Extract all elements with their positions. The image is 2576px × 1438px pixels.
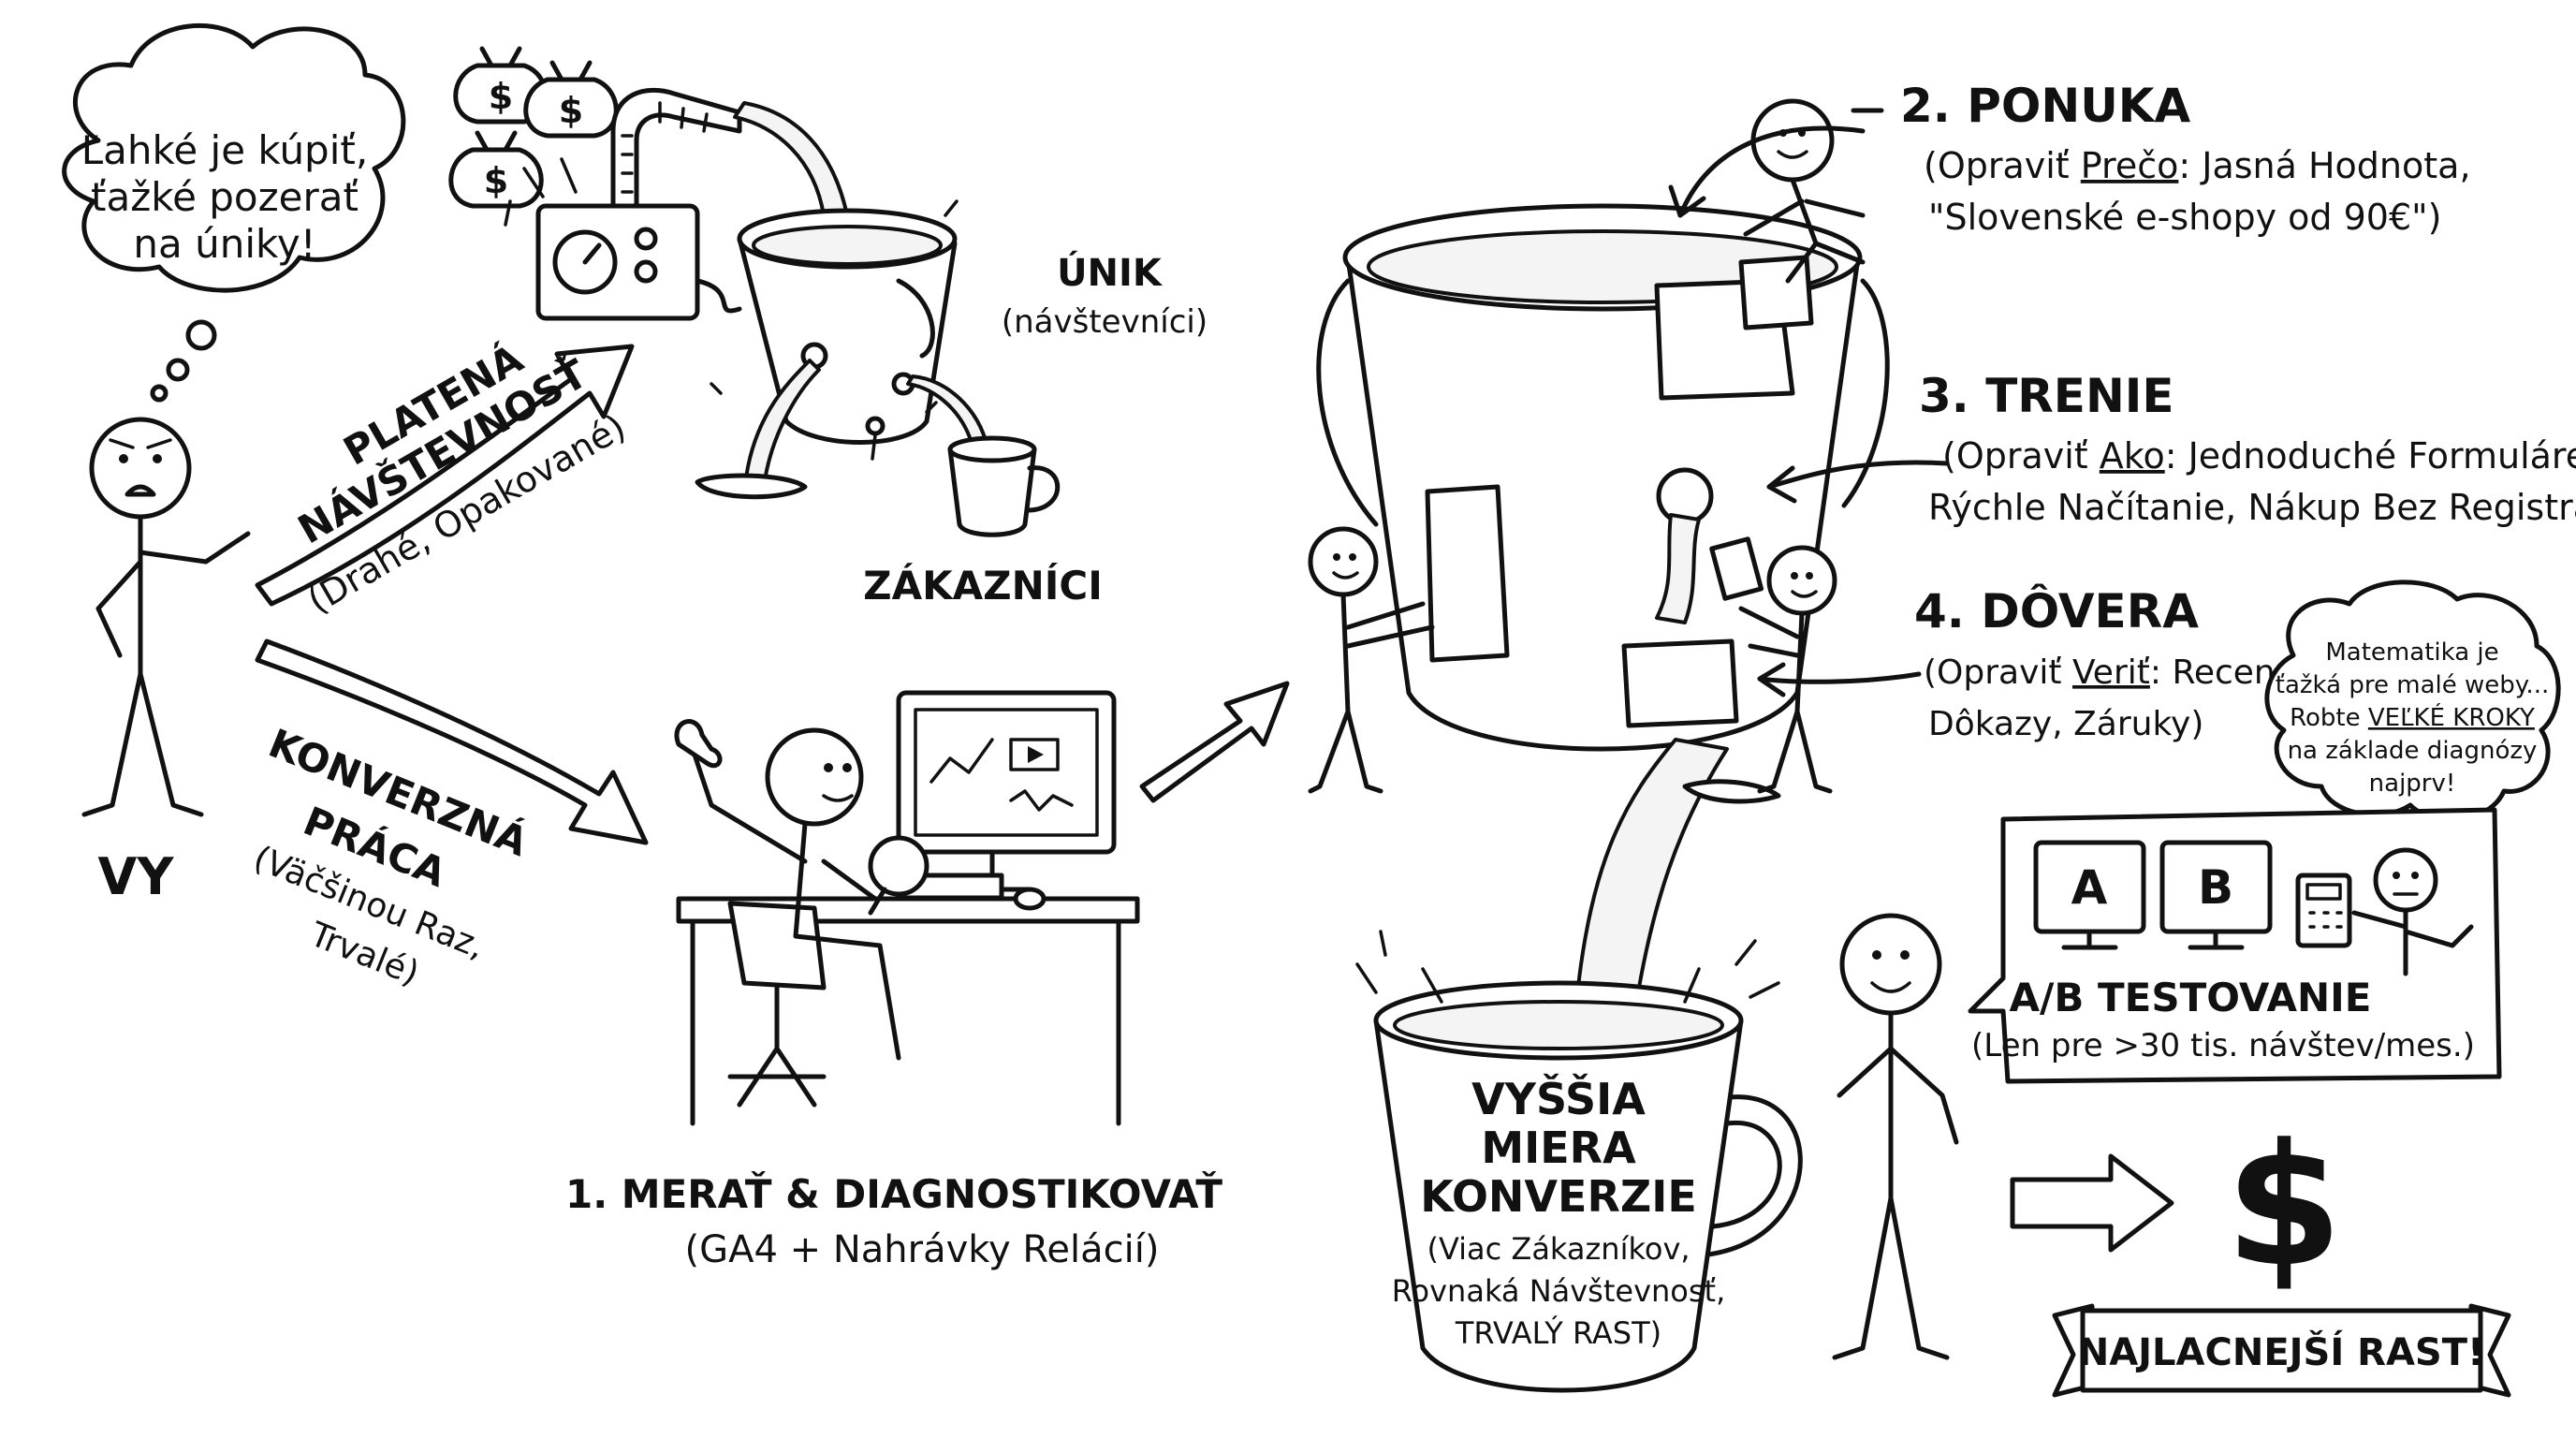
thought-line-2: ťažké pozerať bbox=[91, 174, 359, 220]
step4-title: 4. DÔVERA bbox=[1914, 583, 2199, 638]
leak-title: ÚNIK bbox=[1057, 250, 1164, 295]
step2-pointer bbox=[1677, 125, 1866, 218]
leak-sub: (návštevníci) bbox=[1002, 303, 1208, 341]
result-sub-3: TRVALÝ RAST) bbox=[1455, 1315, 1661, 1351]
leaky-bucket bbox=[695, 101, 989, 500]
result-sub-1: (Viac Zákazníkov, bbox=[1427, 1231, 1690, 1267]
thought-line-1: Ľahké je kúpiť, bbox=[81, 127, 368, 173]
helper-figure-right bbox=[1709, 536, 1837, 794]
diagnostics-person-head bbox=[765, 727, 864, 827]
money-icon: $ bbox=[2225, 1108, 2342, 1304]
customers-cup bbox=[947, 435, 1061, 537]
conversion-work-arrow: KONVERZNÁ PRÁCA (Väčšinou Raz, Trvalé) bbox=[248, 638, 649, 993]
result-person bbox=[1832, 913, 1959, 1360]
leak-label: ÚNIK (návštevníci) bbox=[1002, 250, 1208, 341]
step4-line-1-pre: (Opraviť bbox=[1924, 653, 2072, 692]
step2-label: 2. PONUKA (Opraviť Prečo: Jasná Hodnota,… bbox=[1851, 79, 2471, 238]
thought-bubble: Ľahké je kúpiť, ťažké pozerať na úniky! bbox=[62, 22, 406, 403]
money-bag-1: $ bbox=[453, 46, 549, 125]
result-line-2: MIERA bbox=[1481, 1123, 1636, 1173]
calculator-icon bbox=[2295, 873, 2352, 948]
result-sub-2: Rovnaká Návštevnosť, bbox=[1392, 1273, 1726, 1309]
patch-3 bbox=[1621, 638, 1739, 728]
ab-test-sub: (Len pre >30 tis. návštev/mes.) bbox=[1971, 1027, 2475, 1064]
step1-label: 1. MERAŤ & DIAGNOSTIKOVAŤ (GA4 + Nahrávk… bbox=[565, 1170, 1222, 1271]
diagnostics-desk bbox=[674, 690, 1140, 1126]
math-note-line-5: najprv! bbox=[2369, 770, 2456, 798]
step3-line-1-key: Ako bbox=[2100, 435, 2165, 477]
monitor-b-label: B bbox=[2198, 860, 2233, 915]
wrench-icon bbox=[674, 719, 723, 769]
math-note-line-3: Robte VEĽKÉ KROKY bbox=[2290, 702, 2535, 732]
step2-line-2: "Slovenské e-shopy od 90€") bbox=[1928, 197, 2441, 238]
step2-line-1-key: Prečo bbox=[2081, 145, 2179, 186]
step3-label: 3. TRENIE (Opraviť Ako: Jednoduché Formu… bbox=[1919, 369, 2576, 528]
step2-line-1-pre: (Opraviť bbox=[1924, 145, 2081, 186]
step3-line-1: (Opraviť Ako: Jednoduché Formuláre, bbox=[1942, 435, 2576, 477]
step3-line-1-pre: (Opraviť bbox=[1942, 435, 2100, 477]
step3-line-1-post: : Jednoduché Formuláre, bbox=[2165, 435, 2576, 477]
math-note-line-3-key: VEĽKÉ KROKY bbox=[2368, 702, 2535, 732]
thought-line-3: na úniky! bbox=[133, 221, 315, 267]
step4-pointer bbox=[1757, 671, 1922, 684]
monitor-b: B bbox=[2159, 840, 2273, 950]
result-cup: VYŠŠIA MIERA KONVERZIE (Viac Zákazníkov,… bbox=[1355, 930, 1803, 1393]
you-figure: VY bbox=[81, 417, 251, 906]
money-bag-2-symbol: $ bbox=[559, 90, 583, 131]
monitor-a-label: A bbox=[2071, 860, 2108, 915]
math-note-line-1: Matematika je bbox=[2325, 638, 2498, 667]
step3-pointer bbox=[1766, 460, 1950, 490]
money-machine: $ $ $ bbox=[448, 46, 742, 321]
result-line-1: VYŠŠIA bbox=[1471, 1074, 1646, 1124]
helper-figure-left bbox=[1308, 526, 1435, 794]
money-bag-3-symbol: $ bbox=[484, 160, 508, 201]
banner-label: NAJLACNEJŠÍ RAST! bbox=[2078, 1329, 2485, 1374]
step2-title: 2. PONUKA bbox=[1900, 79, 2191, 133]
step3-title: 3. TRENIE bbox=[1919, 369, 2174, 423]
progress-arrow bbox=[1139, 681, 1290, 803]
you-label: VY bbox=[98, 847, 175, 906]
paid-traffic-arrow: PLATENÁ NÁVŠTEVNOSŤ (Drahé, Opakované) bbox=[255, 334, 635, 622]
ab-test-title: A/B TESTOVANIE bbox=[2010, 975, 2372, 1020]
math-note-line-4: na základe diagnózy bbox=[2288, 737, 2538, 765]
result-arrow bbox=[2010, 1153, 2174, 1253]
monitor bbox=[896, 690, 1117, 855]
step3-line-2: Rýchle Načítanie, Nákup Bez Registrácie) bbox=[1928, 487, 2576, 528]
math-note-line-3-pre: Robte bbox=[2290, 704, 2368, 732]
result-line-3: KONVERZIE bbox=[1420, 1171, 1697, 1222]
patch-2 bbox=[1425, 484, 1510, 663]
magnifier-icon bbox=[868, 835, 929, 897]
ab-test-box: A B A/B TESTOVANIE (Len pre >30 tis. náv… bbox=[1968, 807, 2502, 1084]
step4-label: 4. DÔVERA (Opraviť Veriť: Recenzie, Dôka… bbox=[1914, 583, 2334, 743]
step1-title: 1. MERAŤ & DIAGNOSTIKOVAŤ bbox=[565, 1170, 1222, 1217]
result-banner: NAJLACNEJŠÍ RAST! bbox=[2052, 1303, 2511, 1398]
math-note-line-2: ťažká pre malé weby... bbox=[2276, 671, 2549, 699]
ab-person bbox=[2351, 847, 2474, 976]
step4-line-2: Dôkazy, Záruky) bbox=[1928, 705, 2203, 743]
money-bag-2: $ bbox=[523, 60, 619, 139]
step2-line-1-post: : Jasná Hodnota, bbox=[2178, 145, 2470, 186]
monitor-a: A bbox=[2033, 840, 2146, 950]
patched-bucket bbox=[1316, 203, 1890, 1060]
money-bag-1-symbol: $ bbox=[489, 76, 513, 117]
step2-line-1: (Opraviť Prečo: Jasná Hodnota, bbox=[1924, 145, 2471, 186]
step4-line-1-key: Veriť bbox=[2072, 653, 2150, 692]
step1-sub: (GA4 + Nahrávky Relácií) bbox=[685, 1228, 1160, 1271]
customers-label: ZÁKAZNÍCI bbox=[863, 562, 1103, 609]
money-bag-3: $ bbox=[448, 130, 544, 209]
